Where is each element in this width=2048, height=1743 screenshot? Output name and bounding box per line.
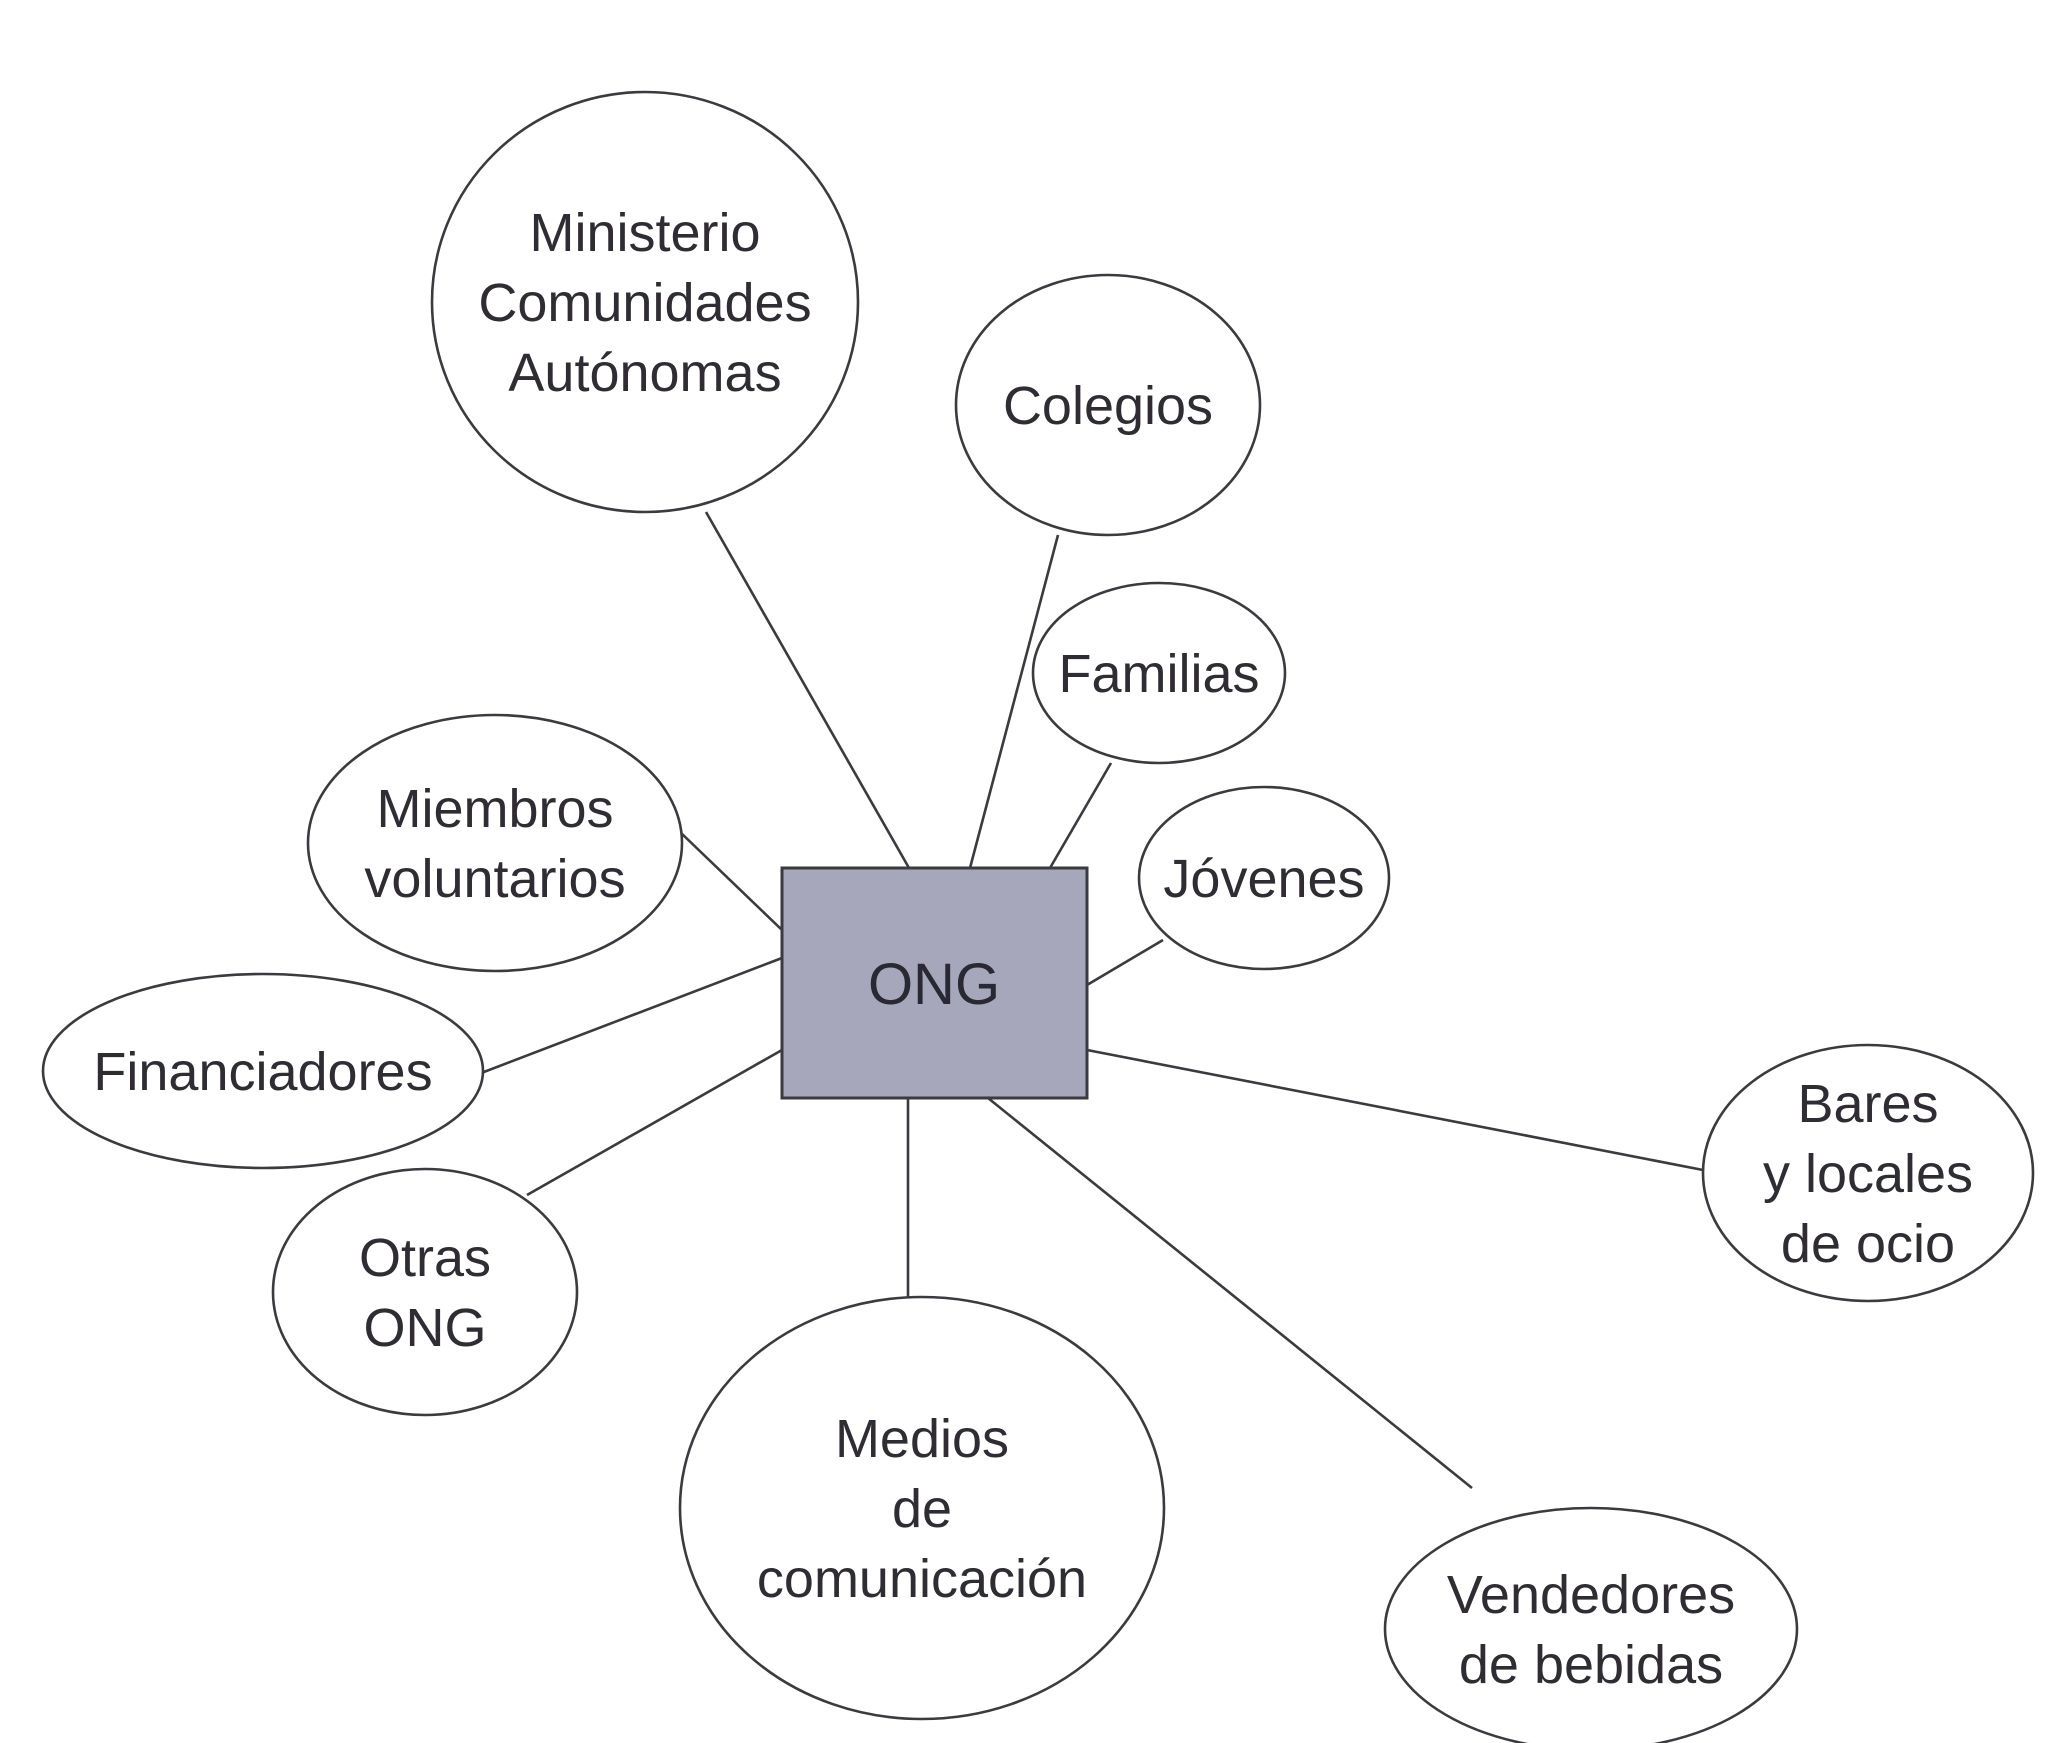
node-familias: Familias [1031, 581, 1287, 765]
center-node: ONG [780, 866, 1089, 1100]
connector-familias [1048, 762, 1113, 869]
connector-ministerio [704, 511, 911, 869]
label-medios-line-1: de [892, 1479, 952, 1539]
label-medios-line-2: comunicación [757, 1549, 1087, 1609]
bubble-ministerio [430, 90, 860, 514]
center-box [780, 866, 1089, 1100]
label-vendedores-line-0: Vendedores [1447, 1565, 1735, 1625]
stakeholder-bubbles: MinisterioComunidadesAutónomasColegiosFa… [41, 90, 2035, 1743]
label-bares-line-0: Bares [1797, 1074, 1938, 1134]
label-ministerio-line-0: Ministerio [529, 203, 760, 263]
connector-financiadores [475, 956, 783, 1077]
label-miembros-line-1: voluntarios [364, 849, 625, 909]
label-jovenes-line-0: Jóvenes [1163, 849, 1364, 909]
label-miembros-line-0: Miembros [376, 779, 613, 839]
label-otras-ong-line-0: Otras [359, 1228, 491, 1288]
label-otras-ong-line-1: ONG [363, 1298, 486, 1358]
label-bares-line-1: y locales [1763, 1144, 1973, 1204]
node-financiadores: Financiadores [41, 972, 485, 1170]
label-colegios-line-0: Colegios [1003, 376, 1213, 436]
connector-colegios [968, 534, 1060, 869]
bubble-vendedores [1383, 1506, 1799, 1743]
connector-vendedores [987, 1096, 1473, 1490]
node-colegios: Colegios [954, 273, 1262, 537]
label-bares-line-2: de ocio [1781, 1214, 1955, 1274]
label-ministerio-line-1: Comunidades [478, 273, 811, 333]
label-vendedores-line-1: de bebidas [1459, 1635, 1723, 1695]
node-medios: Medios de comunicación [678, 1295, 1166, 1721]
connector-miembros [679, 831, 783, 931]
bubble-otras-ong [271, 1167, 579, 1417]
bubble-bares [1701, 1043, 2035, 1303]
label-financiadores-line-0: Financiadores [93, 1042, 432, 1102]
node-jovenes: Jóvenes [1137, 785, 1391, 971]
node-miembros: Miembros voluntarios [306, 713, 684, 973]
bubble-colegios [954, 273, 1262, 537]
label-medios-line-0: Medios [835, 1409, 1009, 1469]
connector-otras-ong [526, 1048, 783, 1197]
bubble-medios [678, 1295, 1166, 1721]
node-vendedores: Vendedores de bebidas [1383, 1506, 1799, 1743]
label-ministerio-line-2: Autónomas [508, 343, 781, 403]
bubble-jovenes [1137, 785, 1391, 971]
connector-jovenes [1086, 938, 1164, 987]
connector-lines [475, 511, 1704, 1490]
connector-bares [1086, 1048, 1704, 1172]
node-bares: Bares y locales de ocio [1701, 1043, 2035, 1303]
bubble-familias [1031, 581, 1287, 765]
center-label: ONG [868, 952, 1000, 1017]
label-familias-line-0: Familias [1058, 644, 1259, 704]
bubble-miembros [306, 713, 684, 973]
bubble-financiadores [41, 972, 485, 1170]
